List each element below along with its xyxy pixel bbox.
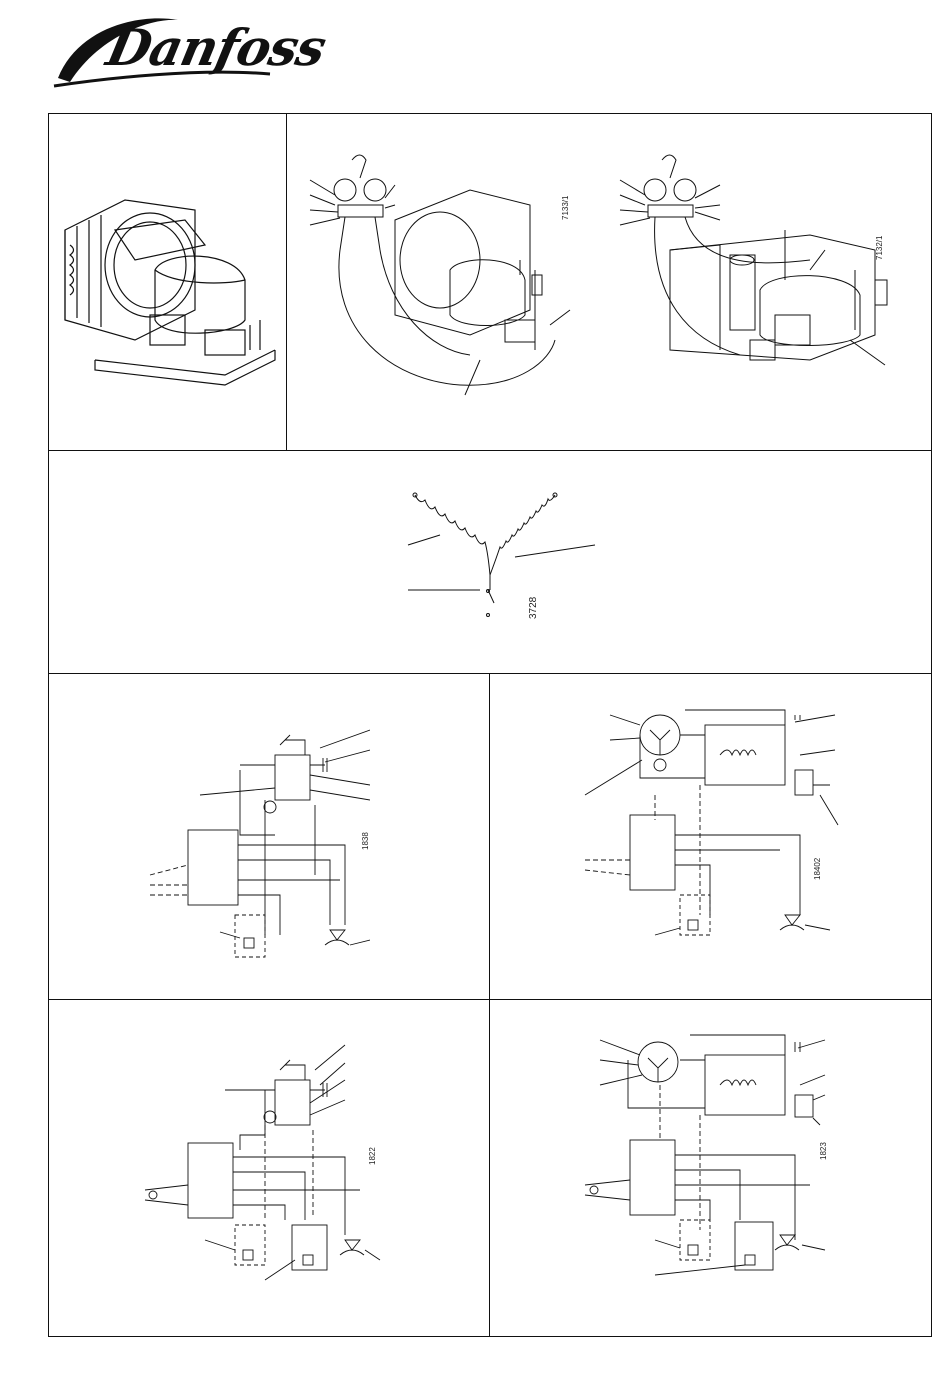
- figure-code-wiring-4: 1823: [819, 1142, 828, 1160]
- col-divider-bottom: [489, 673, 490, 1337]
- motor-windings-diagram: 3728: [400, 485, 600, 625]
- service-connection-diagram-b: 7132/1: [610, 150, 910, 410]
- wiring-diagram-1: 1838: [140, 700, 370, 965]
- figure-code-wiring-1: 1838: [361, 832, 370, 850]
- figure-code-wiring-3: 1822: [368, 1147, 377, 1165]
- figure-code-service-b: 7132/1: [875, 235, 884, 260]
- condensing-unit-illustration: [55, 190, 280, 390]
- figure-code-service-a: 7133/1: [561, 195, 570, 220]
- wiring-diagram-4: 1823: [580, 1030, 850, 1295]
- row-divider-3: [48, 999, 932, 1000]
- figure-code-wiring-2: 18402: [813, 857, 822, 880]
- wiring-diagram-3: 1822: [135, 1035, 385, 1285]
- danfoss-logo: Danfoss: [48, 8, 278, 92]
- row-divider-1: [48, 450, 932, 451]
- service-connection-diagram-a: 7133/1: [300, 150, 585, 410]
- figure-code-windings: 3728: [528, 596, 539, 619]
- wiring-diagram-2: 18402: [580, 700, 845, 950]
- brand-name: Danfoss: [102, 18, 331, 77]
- col-divider-top: [286, 113, 287, 450]
- row-divider-2: [48, 673, 932, 674]
